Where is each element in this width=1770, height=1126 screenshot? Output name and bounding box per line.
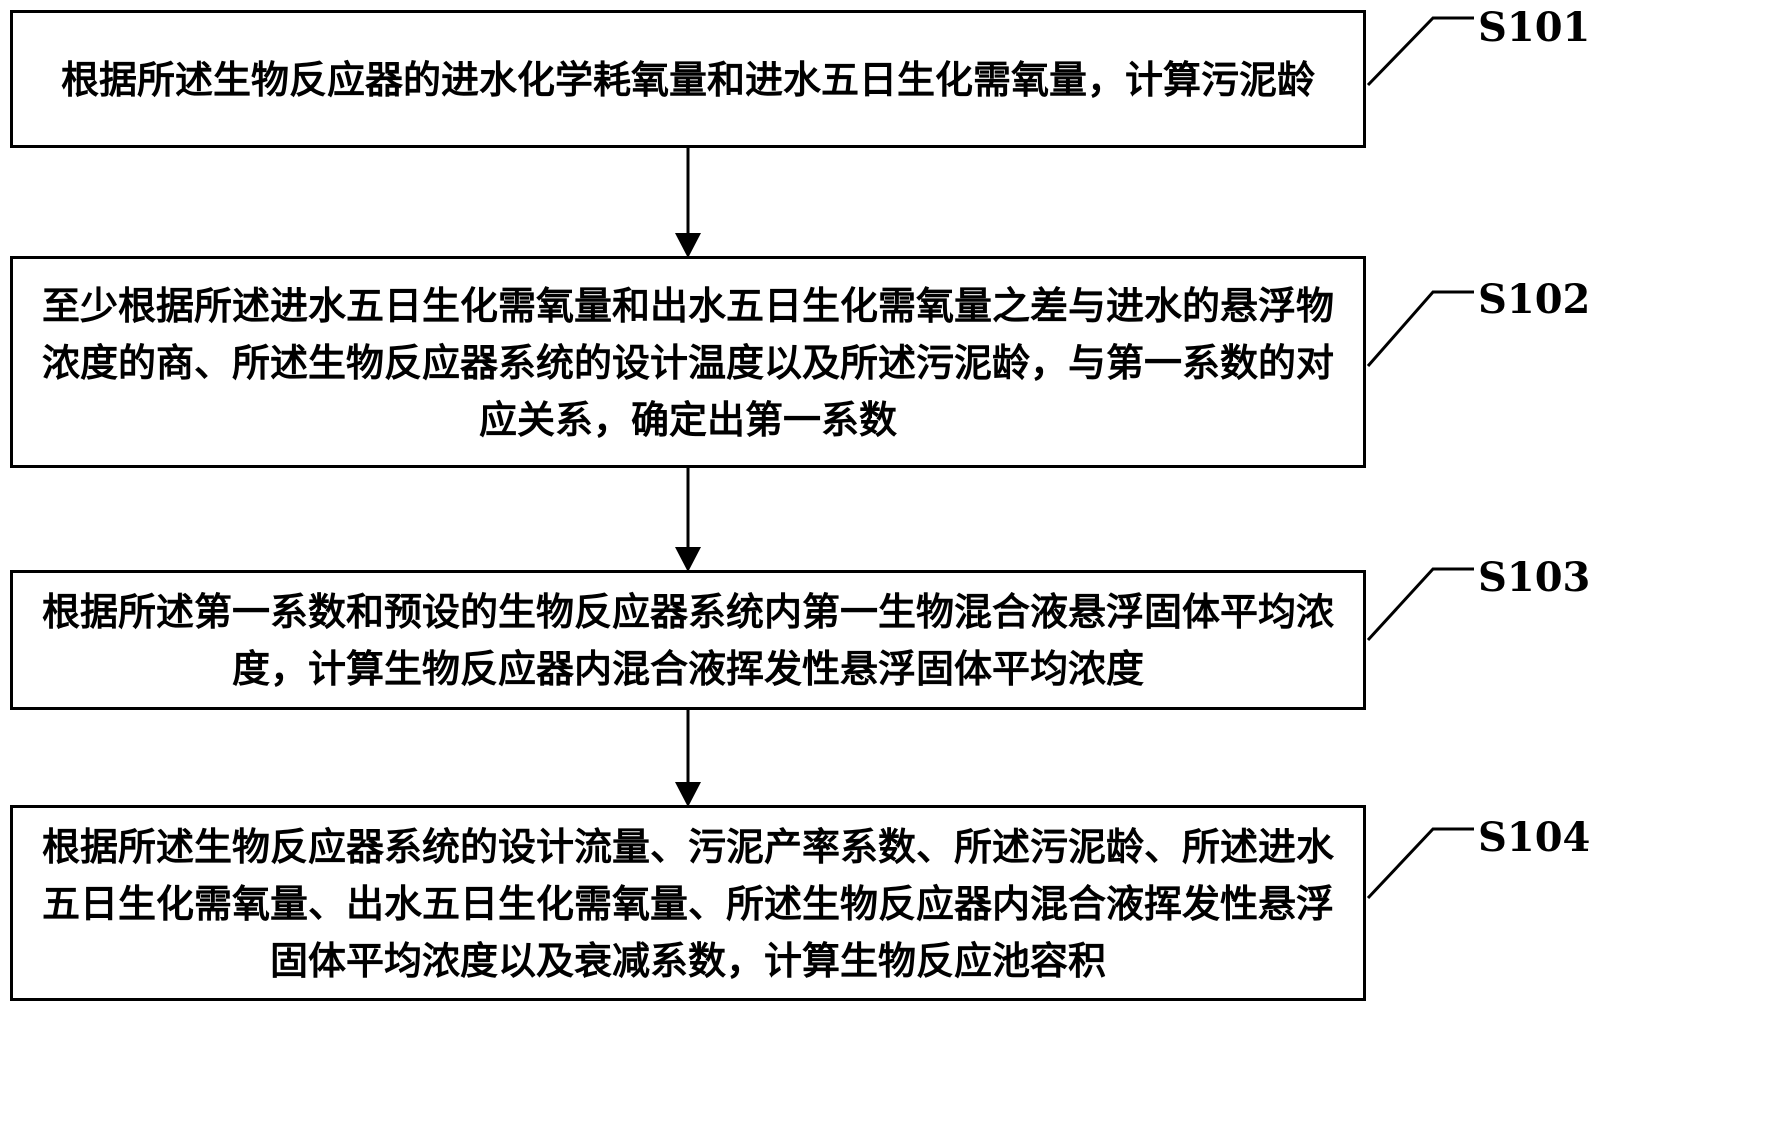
leader-line-s101 — [1366, 16, 1474, 87]
step-label-s104: S104 — [1478, 814, 1591, 861]
step-text-s104: 根据所述生物反应器系统的设计流量、污泥产率系数、所述污泥龄、所述进水五日生化需氧… — [41, 823, 1334, 983]
arrow-head-s102-s103 — [675, 547, 701, 572]
step-label-s102: S102 — [1478, 276, 1591, 323]
step-label-s101: S101 — [1478, 4, 1591, 51]
leader-line-s103 — [1366, 567, 1474, 642]
step-box-s104: 根据所述生物反应器系统的设计流量、污泥产率系数、所述污泥龄、所述进水五日生化需氧… — [10, 805, 1366, 1001]
arrow-head-s103-s104 — [675, 782, 701, 807]
step-text-s102: 至少根据所述进水五日生化需氧量和出水五日生化需氧量之差与进水的悬浮物浓度的商、所… — [41, 282, 1334, 442]
leader-line-s102 — [1366, 290, 1474, 367]
arrow-head-s101-s102 — [675, 233, 701, 258]
step-text-s101: 根据所述生物反应器的进水化学耗氧量和进水五日生化需氧量，计算污泥龄 — [60, 56, 1315, 102]
step-text-s103: 根据所述第一系数和预设的生物反应器系统内第一生物混合液悬浮固体平均浓度，计算生物… — [41, 589, 1334, 691]
step-label-s103: S103 — [1478, 554, 1591, 601]
leader-line-s104 — [1366, 827, 1474, 900]
step-box-s101: 根据所述生物反应器的进水化学耗氧量和进水五日生化需氧量，计算污泥龄 — [10, 10, 1366, 148]
